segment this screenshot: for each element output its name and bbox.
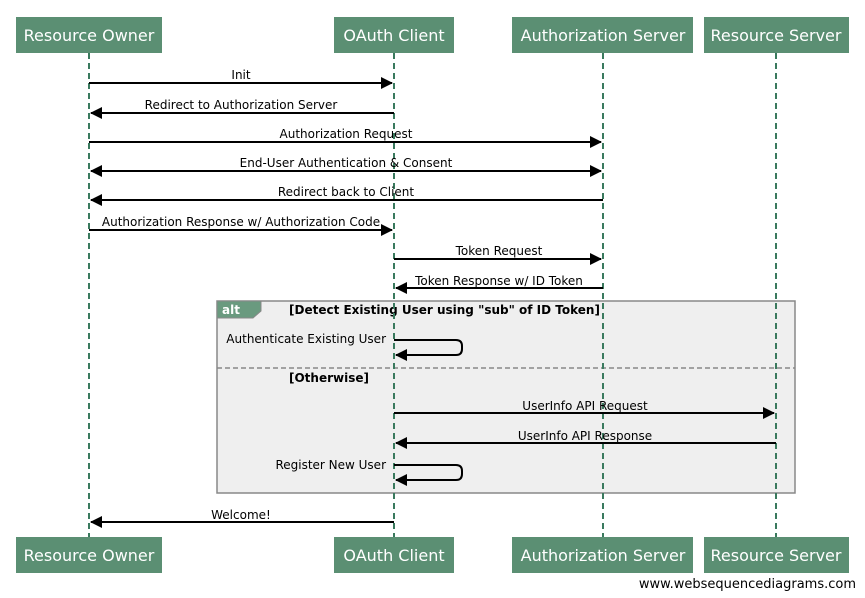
message-arrow <box>394 339 463 361</box>
message-end-user-authentication-consent: End-User Authentication & Consent <box>90 156 602 177</box>
svg-text:Resource Owner: Resource Owner <box>24 546 155 565</box>
participants-top: Resource Owner OAuth Client Authorizatio… <box>16 17 849 53</box>
message-register-new-user: Register New User <box>275 458 463 486</box>
message-label: Authorization Response w/ Authorization … <box>102 215 380 229</box>
lifelines <box>88 53 777 537</box>
svg-text:Authorization Server: Authorization Server <box>521 26 686 45</box>
message-label: Redirect to Authorization Server <box>145 98 338 112</box>
alt-tag-shape <box>216 300 262 319</box>
svg-text:Resource Owner: Resource Owner <box>24 26 155 45</box>
message-token-response: Token Response w/ ID Token <box>395 274 603 294</box>
svg-text:OAuth Client: OAuth Client <box>343 26 444 45</box>
svg-text:Resource Server: Resource Server <box>711 546 842 565</box>
message-label: Authorization Request <box>280 127 413 141</box>
message-label: Welcome! <box>211 508 271 522</box>
message-label: Token Response w/ ID Token <box>414 274 583 288</box>
message-label: Authenticate Existing User <box>226 332 386 346</box>
alt-frame <box>216 300 796 494</box>
message-label: UserInfo API Response <box>518 429 652 443</box>
message-label: Register New User <box>275 458 386 472</box>
participant-authorization-server-bottom: Authorization Server <box>512 537 693 573</box>
participant-resource-server-bottom: Resource Server <box>704 537 849 573</box>
watermark-link[interactable]: www.websequencediagrams.com <box>639 577 856 592</box>
participant-resource-server: Resource Server <box>704 17 849 53</box>
message-userinfo-api-response: UserInfo API Response <box>395 429 776 449</box>
svg-text:Resource Server: Resource Server <box>711 26 842 45</box>
message-token-request: Token Request <box>394 244 602 265</box>
alt-condition: [Detect Existing User using "sub" of ID … <box>289 303 600 317</box>
participant-resource-owner: Resource Owner <box>16 17 162 53</box>
svg-text:OAuth Client: OAuth Client <box>343 546 444 565</box>
message-redirect-to-authorization-server: Redirect to Authorization Server <box>90 98 394 119</box>
participant-authorization-server: Authorization Server <box>512 17 693 53</box>
message-label: Init <box>231 68 250 82</box>
participant-oauth-client: OAuth Client <box>334 17 454 53</box>
message-authorization-request: Authorization Request <box>89 127 602 148</box>
message-userinfo-api-request: UserInfo API Request <box>394 399 775 419</box>
message-arrow <box>394 464 463 486</box>
participant-oauth-client-bottom: OAuth Client <box>334 537 454 573</box>
svg-text:Authorization Server: Authorization Server <box>521 546 686 565</box>
message-authorization-response: Authorization Response w/ Authorization … <box>89 215 393 236</box>
participant-resource-owner-bottom: Resource Owner <box>16 537 162 573</box>
messages: Init Redirect to Authorization Server Au… <box>89 68 776 528</box>
alt-else-condition: [Otherwise] <box>289 371 369 385</box>
message-label: Token Request <box>455 244 543 258</box>
alt-block: alt [Detect Existing User using "sub" of… <box>216 300 796 494</box>
message-redirect-back-to-client: Redirect back to Client <box>90 185 603 206</box>
message-label: Redirect back to Client <box>278 185 415 199</box>
message-init: Init <box>89 68 393 89</box>
message-authenticate-existing-user: Authenticate Existing User <box>226 332 463 361</box>
alt-tag-label: alt <box>222 303 240 317</box>
message-label: End-User Authentication & Consent <box>240 156 453 170</box>
message-label: UserInfo API Request <box>522 399 648 413</box>
participants-bottom: Resource Owner OAuth Client Authorizatio… <box>16 537 849 573</box>
message-welcome: Welcome! <box>90 508 394 528</box>
